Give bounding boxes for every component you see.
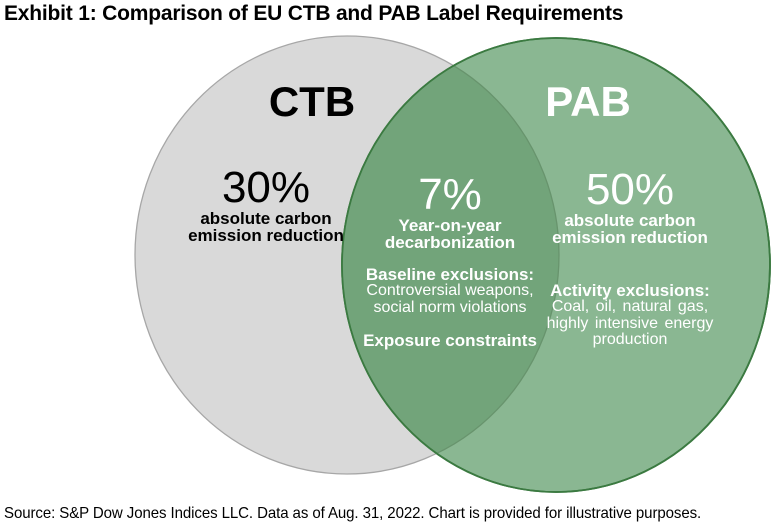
pab-circle-outline xyxy=(341,37,771,493)
pab-description-line: absolute carbon xyxy=(564,211,696,230)
pab-only-content: 50% absolute carbon emission reduction A… xyxy=(480,167,780,349)
overlap-description-line: Year-on-year xyxy=(398,216,502,235)
pab-headline-value: 50% xyxy=(585,165,675,214)
overlap-fill-shape xyxy=(342,38,559,474)
exposure-constraints-section: Exposure constraints xyxy=(300,332,600,349)
section-line: social norm violations xyxy=(373,298,527,316)
overlap-description: Year-on-year decarbonization xyxy=(300,216,600,252)
baseline-exclusions-section: Baseline exclusions: Controversial weapo… xyxy=(300,266,600,316)
section-heading: Activity exclusions: xyxy=(550,281,710,300)
ctb-only-content: 30% absolute carbon emission reduction xyxy=(116,165,416,244)
overlap-headline-value: 7% xyxy=(418,170,482,219)
ctb-label: CTB xyxy=(268,78,356,125)
section-heading: Baseline exclusions: xyxy=(365,265,535,284)
ctb-description-line: emission reduction xyxy=(188,225,344,245)
exhibit-title: Exhibit 1: Comparison of EU CTB and PAB … xyxy=(4,2,624,25)
ctb-description: absolute carbon emission reduction xyxy=(116,209,416,245)
overlap-region xyxy=(342,38,559,474)
section-line: Controversial weapons, xyxy=(366,282,534,299)
overlap-description-line: decarbonization xyxy=(384,232,516,252)
ctb-description-line: absolute carbon xyxy=(200,209,332,228)
pab-description-line: emission reduction xyxy=(552,227,708,247)
section-heading: Exposure constraints xyxy=(363,331,537,350)
section-line: highly intensive energy xyxy=(546,314,714,332)
activity-exclusions-section: Activity exclusions: Coal, oil, natural … xyxy=(480,282,780,349)
section-line: Coal, oil, natural gas, xyxy=(551,298,709,315)
source-note: Source: S&P Dow Jones Indices LLC. Data … xyxy=(4,505,702,522)
pab-description: absolute carbon emission reduction xyxy=(480,211,780,247)
section-line: production xyxy=(592,331,668,348)
ctb-headline-value: 30% xyxy=(221,163,311,212)
pab-label: PAB xyxy=(545,78,631,125)
overlap-content: 7% Year-on-year decarbonization Baseline… xyxy=(300,170,600,350)
